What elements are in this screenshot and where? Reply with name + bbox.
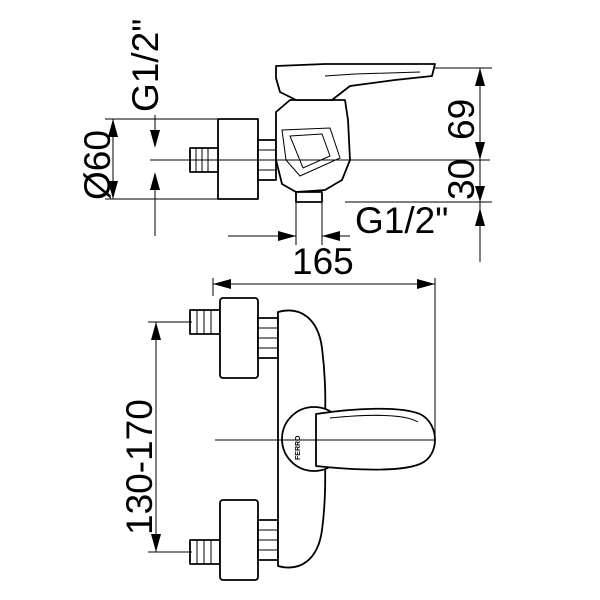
front-connector-top xyxy=(189,309,221,335)
label-thread-top: G1/2" xyxy=(125,19,166,112)
brand-logo-text: FERRO xyxy=(295,435,302,460)
label-width-165: 165 xyxy=(292,241,354,282)
side-view xyxy=(150,63,490,203)
front-flange-bottom xyxy=(219,499,259,581)
front-flange-top xyxy=(219,297,259,379)
front-lever xyxy=(315,407,436,471)
label-center-range: 130-170 xyxy=(119,399,160,535)
label-height-30: 30 xyxy=(441,159,482,200)
side-flange xyxy=(217,118,259,200)
dim-thread-top: G1/2" xyxy=(125,19,166,236)
dim-diameter: Ø60 xyxy=(77,118,218,200)
label-height-69: 69 xyxy=(441,99,482,140)
dim-width: 165 xyxy=(212,241,436,440)
label-diameter: Ø60 xyxy=(77,130,118,200)
dim-heights: 69 30 xyxy=(345,67,492,262)
dim-thread-bottom: G1/2" xyxy=(228,196,448,245)
side-body xyxy=(275,99,351,193)
dim-center-range: 130-170 xyxy=(119,321,192,553)
side-outlet xyxy=(295,191,323,203)
front-view: FERRO xyxy=(189,297,436,581)
side-lever xyxy=(275,63,436,101)
front-connector-bottom xyxy=(189,539,221,565)
label-thread-bottom: G1/2" xyxy=(355,200,448,241)
